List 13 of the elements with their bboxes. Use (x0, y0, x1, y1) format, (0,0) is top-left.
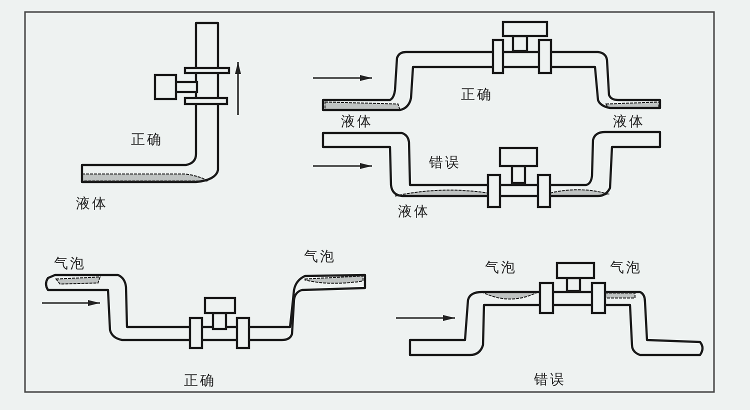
fluid-label: 液体 (341, 114, 373, 130)
bubble-label: 气泡 (610, 260, 642, 276)
fluid-label: 液体 (76, 196, 108, 212)
bubble-label: 气泡 (54, 256, 86, 272)
status-label: 正确 (461, 87, 493, 103)
status-label: 正确 (131, 132, 163, 148)
bubble-label: 气泡 (304, 249, 336, 265)
status-label: 正确 (184, 373, 216, 389)
bubble-label: 气泡 (485, 260, 517, 276)
fluid-label: 液体 (398, 204, 430, 220)
fluid-label: 液体 (613, 114, 645, 130)
status-label: 错误 (429, 155, 461, 171)
status-label: 错误 (534, 372, 566, 388)
